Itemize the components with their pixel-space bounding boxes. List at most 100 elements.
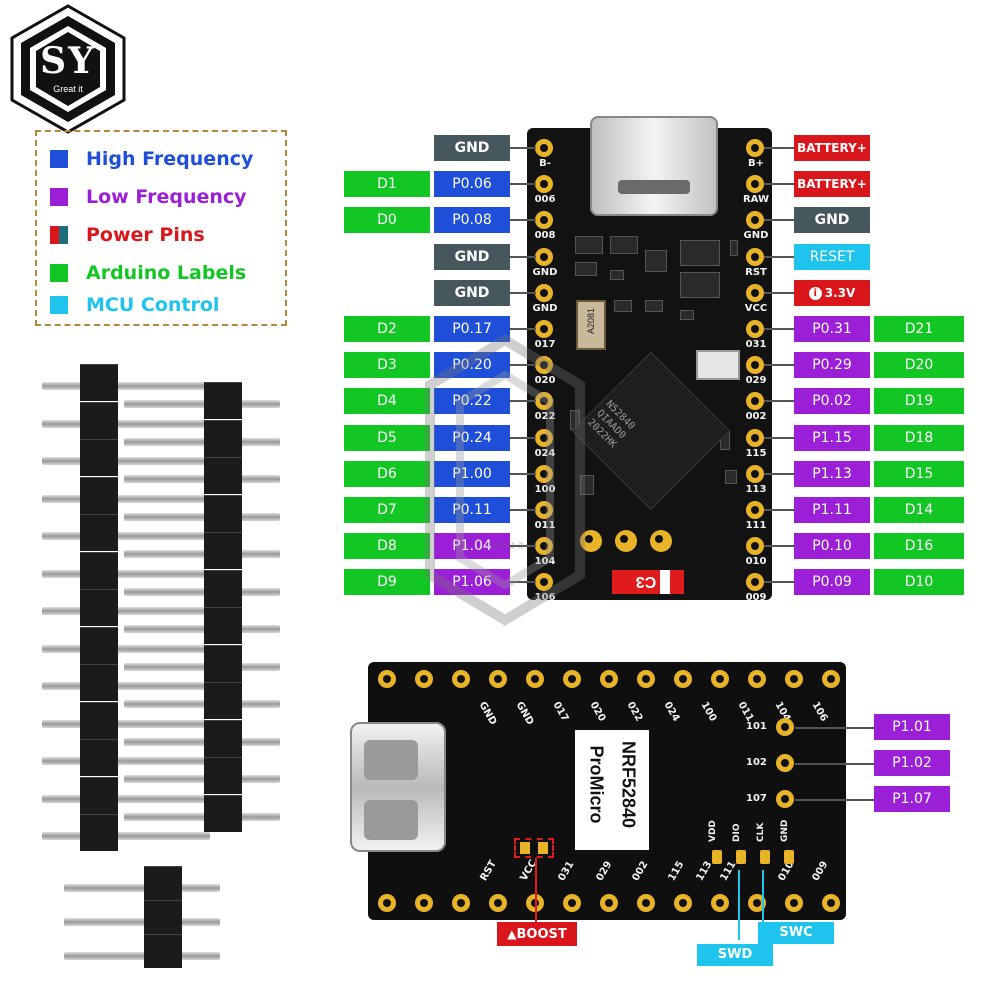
header-block <box>80 401 118 439</box>
header-pin <box>124 625 280 633</box>
pin-pad-bottom-row <box>563 894 581 912</box>
legend-swatch <box>50 150 68 168</box>
silk-left: 106 <box>534 592 556 604</box>
smd-component <box>610 270 624 280</box>
pin-pad-bottom-row <box>711 894 729 912</box>
pin-pad-bottom-row <box>637 894 655 912</box>
pin-pad-right <box>746 175 764 194</box>
header-pin <box>42 682 210 690</box>
header-pin <box>124 587 280 596</box>
pin-pad-right <box>746 464 764 483</box>
label-pin: BATTERY+ <box>794 171 870 198</box>
pin-pad-bottom-row <box>600 894 618 912</box>
silk-right: B+ <box>747 158 764 169</box>
silk-right: 010 <box>745 556 767 568</box>
header-pin <box>42 532 210 540</box>
pin-pad-right <box>746 283 764 302</box>
header-block <box>80 476 118 514</box>
label-connector <box>795 799 874 801</box>
header-pin <box>42 757 210 765</box>
label-gnd: GND <box>434 279 510 306</box>
legend-item: Arduino Labels <box>50 262 246 284</box>
pin-pad-right <box>746 573 764 592</box>
label-arduino: D15 <box>874 460 964 487</box>
label-connector <box>764 255 794 258</box>
label-text: 3.3V <box>824 285 856 300</box>
header-pin <box>124 812 280 821</box>
label-connector <box>510 147 536 149</box>
header-pin <box>42 719 210 728</box>
label-pin: RESET <box>794 243 870 270</box>
swd-pad <box>712 850 722 864</box>
smd-component <box>575 262 597 276</box>
silk-left: B- <box>539 158 551 169</box>
pin-pad-top-row <box>526 670 544 688</box>
label-connector <box>510 436 536 439</box>
label-pin: P0.22 <box>434 388 510 415</box>
pin-pad-top-row <box>563 670 581 688</box>
header-block <box>80 551 118 589</box>
header-block <box>204 457 242 494</box>
label-connector <box>795 727 874 729</box>
label-arduino: D2 <box>344 316 430 342</box>
header-pin <box>124 737 280 746</box>
label-pin: P1.06 <box>434 569 510 596</box>
label-connector <box>764 581 794 584</box>
header-block <box>80 701 118 739</box>
pin-pad-left <box>535 356 553 375</box>
label-arduino: D14 <box>874 497 964 523</box>
header-block <box>80 589 118 626</box>
legend-item: MCU Control <box>50 294 219 316</box>
pin-pad-right <box>746 139 764 157</box>
pin-pad-top-row <box>489 670 507 688</box>
silk-right: 002 <box>745 411 767 423</box>
label-gnd: GND <box>434 243 510 270</box>
pin-pad-bottom-row <box>674 894 692 912</box>
pin-pad-bottom-row <box>489 894 507 912</box>
legend-label: MCU Control <box>86 294 220 316</box>
legend-box <box>35 130 287 326</box>
label-pin: P0.11 <box>434 497 510 523</box>
label-connector <box>510 291 536 294</box>
header-pin <box>42 794 210 803</box>
label-pin: P0.06 <box>434 171 510 198</box>
boost-text: BOOST <box>516 927 567 942</box>
swd-pad <box>736 850 746 864</box>
silk-right: RAW <box>742 194 770 206</box>
label-connector <box>764 472 794 475</box>
pin-pad-left <box>535 320 553 338</box>
label-connector <box>510 545 536 548</box>
pin-pad-left <box>535 428 553 447</box>
pin-pad-right <box>746 247 764 266</box>
silk-left: 024 <box>534 447 556 459</box>
legend-label: Arduino Labels <box>86 262 247 284</box>
label-connector <box>764 436 794 439</box>
pin-pad-left <box>535 175 553 194</box>
label-pin: P1.15 <box>794 424 870 451</box>
silk-left: 022 <box>534 411 556 423</box>
smd-component <box>575 236 603 254</box>
header-pin <box>42 832 210 840</box>
label-connector <box>510 509 536 511</box>
silk-left: GND <box>532 302 558 314</box>
silk-right: RST <box>745 266 767 278</box>
pin-pad-bottom-row <box>378 894 396 912</box>
header-pin <box>64 952 220 960</box>
label-connector <box>795 763 874 765</box>
silk-right: GND <box>743 230 769 242</box>
header-pin <box>124 512 280 521</box>
silk-left: 020 <box>534 375 556 387</box>
header-pin <box>124 662 280 671</box>
label-pin: P1.13 <box>794 460 870 487</box>
pin-pad-right <box>746 211 764 230</box>
swc-label: SWC <box>758 922 834 944</box>
label-pin: BATTERY+ <box>794 135 870 161</box>
legend-item: Power Pins <box>50 224 205 246</box>
silk-swd: CLK <box>756 822 766 842</box>
header-block <box>204 494 242 532</box>
silk-extra: 107 <box>746 793 767 804</box>
header-block <box>80 514 118 551</box>
label-pin: P0.10 <box>794 533 870 560</box>
legend-swatch <box>50 264 68 282</box>
label-pin: P1.01 <box>874 714 950 740</box>
